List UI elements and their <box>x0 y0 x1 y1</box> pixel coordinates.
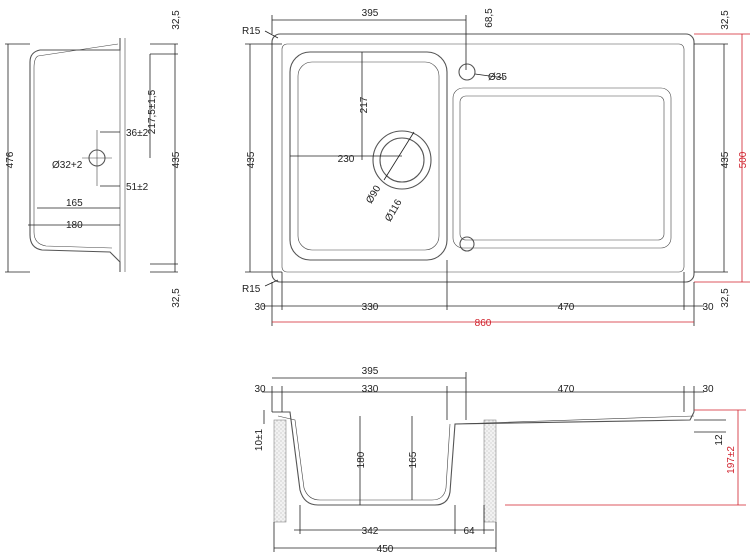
dim-32-5-bottom: 32,5 <box>720 288 731 308</box>
sink-side-profile-inner <box>33 43 119 249</box>
dim-435-left: 435 <box>246 151 257 168</box>
dim-217-top: 217 <box>359 96 370 113</box>
sink-side-profile-outer <box>29 38 121 272</box>
dim-230: 230 <box>338 154 355 165</box>
dim-435-side: 435 <box>171 151 182 168</box>
dim-32-5-top: 32,5 <box>720 10 731 30</box>
dim-435-right: 435 <box>720 151 731 168</box>
dim-12: 12 <box>714 434 725 446</box>
dim-395-top: 395 <box>362 8 379 19</box>
dim-drain-32: Ø32+2 <box>52 160 83 171</box>
dim-32-5-top-side: 32,5 <box>171 10 182 30</box>
dim-330-section: 330 <box>362 384 379 395</box>
dim-395-section: 395 <box>362 366 379 377</box>
dim-450: 450 <box>377 544 394 555</box>
label-r15-bottom: R15 <box>242 284 261 295</box>
dim-470-section: 470 <box>558 384 575 395</box>
dim-165-side: 165 <box>66 198 83 209</box>
dim-36: 36±2 <box>126 128 149 139</box>
dim-drain-90: Ø90 <box>364 183 383 205</box>
dim-180-side: 180 <box>66 220 83 231</box>
dim-drain-116: Ø116 <box>383 197 405 223</box>
dim-30-left: 30 <box>254 302 266 313</box>
sink-outline <box>271 33 695 283</box>
dim-30-left-section: 30 <box>254 384 266 395</box>
dim-180-section: 180 <box>356 451 367 468</box>
dim-470: 470 <box>558 302 575 313</box>
dim-197-2: 197±2 <box>726 446 737 474</box>
drain-inner-circle <box>379 137 425 183</box>
dim-10-1: 10±1 <box>254 428 265 451</box>
dim-342: 342 <box>362 526 379 537</box>
dim-860: 860 <box>475 318 492 329</box>
drainer-area <box>452 87 672 249</box>
dim-64: 64 <box>463 526 475 537</box>
label-r15-top: R15 <box>242 26 261 37</box>
dim-330: 330 <box>362 302 379 313</box>
dim-51: 51±2 <box>126 182 149 193</box>
dim-217-5: 217,5±1,5 <box>147 89 158 134</box>
section-view: 395 30 330 470 30 10±1 180 165 12 197±2 … <box>254 366 746 555</box>
side-view: 476 435 32,5 32,5 217,5±1,5 36±2 51±2 Ø3… <box>5 10 182 308</box>
dim-30-right-section: 30 <box>702 384 714 395</box>
dim-68-5: 68,5 <box>484 8 495 28</box>
sink-section-outer <box>272 411 695 506</box>
dim-500: 500 <box>738 151 749 168</box>
tap-hole <box>458 63 476 81</box>
drain-outer-circle <box>372 130 432 190</box>
top-view: 395 68,5 R15 R15 Ø35 217 230 Ø90 Ø116 43… <box>242 8 750 329</box>
cabinet-wall-right <box>483 419 497 523</box>
dim-165-section: 165 <box>408 451 419 468</box>
dim-30-right: 30 <box>702 302 714 313</box>
cabinet-wall-left <box>273 419 287 523</box>
dim-32-5-bottom-side: 32,5 <box>171 288 182 308</box>
dim-476: 476 <box>5 151 16 168</box>
overflow-hole <box>459 236 475 252</box>
